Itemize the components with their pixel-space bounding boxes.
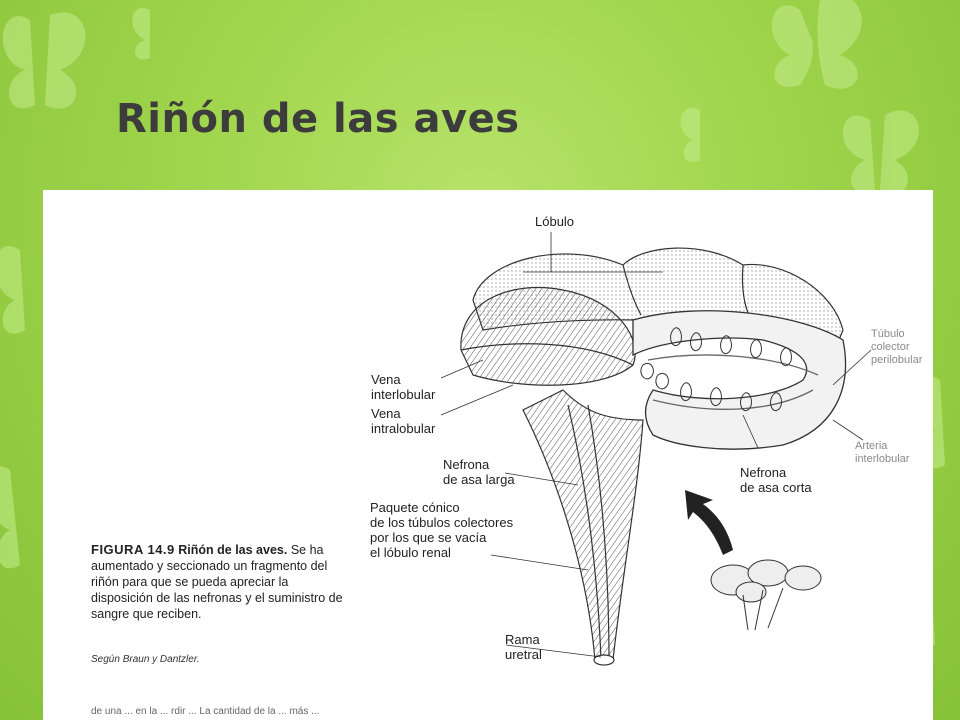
figure-caption: FIGURA 14.9 Riñón de las aves. Se ha aum… [91, 542, 353, 622]
label-paquete-conico: Paquete cónico de los túbulos colectores… [370, 500, 514, 560]
label-rama-uretral: Rama uretral [505, 632, 542, 662]
leader-lines [440, 232, 872, 658]
label-lobulo: Lóbulo [535, 214, 575, 229]
medullary-cone [522, 389, 644, 666]
figure-panel: Lóbulo Túbulo colector perilobular Vena … [43, 190, 933, 720]
label-nefrona-asa-larga: Nefrona de asa larga [443, 457, 515, 487]
whole-kidney-inset [710, 559, 822, 631]
label-vena-intralobular: Vena intralobular [371, 406, 436, 436]
figure-caption-body: Se ha aumentado y seccionado un fragment… [91, 543, 343, 621]
slide-title: Riñón de las aves [116, 96, 520, 142]
label-nefrona-asa-corta: Nefrona de asa corta [740, 465, 812, 495]
cut-off-text: de una ... en la ... rdir ... La cantida… [91, 706, 320, 717]
figure-title: Riñón de las aves. [178, 543, 288, 557]
label-vena-interlobular: Vena interlobular [371, 372, 436, 402]
cortex-arc [632, 310, 847, 450]
label-arteria-interlobular: Arteria interlobular [855, 440, 910, 465]
figure-number: FIGURA 14.9 [91, 542, 175, 557]
label-tubulo-colector: Túbulo colector perilobular [871, 328, 923, 366]
arrow-icon [685, 490, 733, 555]
kidney-lobule-illustration [440, 232, 872, 666]
nephron-loops [640, 327, 792, 411]
left-lobe [460, 286, 636, 386]
figure-source: Según Braun y Dantzler. [91, 654, 200, 665]
